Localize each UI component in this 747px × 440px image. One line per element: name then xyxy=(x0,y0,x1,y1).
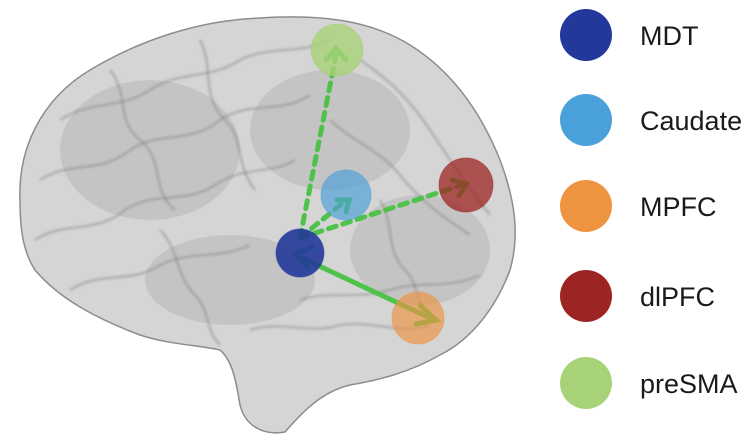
region-nodes xyxy=(275,23,494,345)
connection-line xyxy=(297,52,339,241)
legend-label-mdt: MDT xyxy=(640,21,698,51)
legend-swatch-dlpfc xyxy=(560,270,612,322)
legend-item-mdt: MDT xyxy=(560,9,698,61)
brain-shading xyxy=(60,70,490,325)
legend-swatch-caudate xyxy=(560,94,612,146)
node-dlpfc xyxy=(438,157,494,213)
legend-item-mpfc: MPFC xyxy=(560,180,717,232)
legend-label-mpfc: MPFC xyxy=(640,192,717,222)
legend-item-presma: preSMA xyxy=(560,357,738,409)
legend-swatch-presma xyxy=(560,357,612,409)
legend-label-presma: preSMA xyxy=(640,369,738,399)
legend: MDT Caudate MPFC dlPFC preSMA xyxy=(560,9,742,409)
brain-outline xyxy=(19,16,516,434)
legend-swatch-mpfc xyxy=(560,180,612,232)
node-mdt xyxy=(275,228,325,278)
legend-swatch-mdt xyxy=(560,9,612,61)
legend-label-caudate: Caudate xyxy=(640,106,742,136)
legend-item-caudate: Caudate xyxy=(560,94,742,146)
connection-line xyxy=(297,182,465,241)
legend-label-dlpfc: dlPFC xyxy=(640,282,715,312)
legend-item-dlpfc: dlPFC xyxy=(560,270,715,322)
node-caudate xyxy=(320,169,372,221)
brain-surface xyxy=(19,16,516,434)
node-mpfc xyxy=(391,291,445,345)
node-presma xyxy=(310,23,364,77)
